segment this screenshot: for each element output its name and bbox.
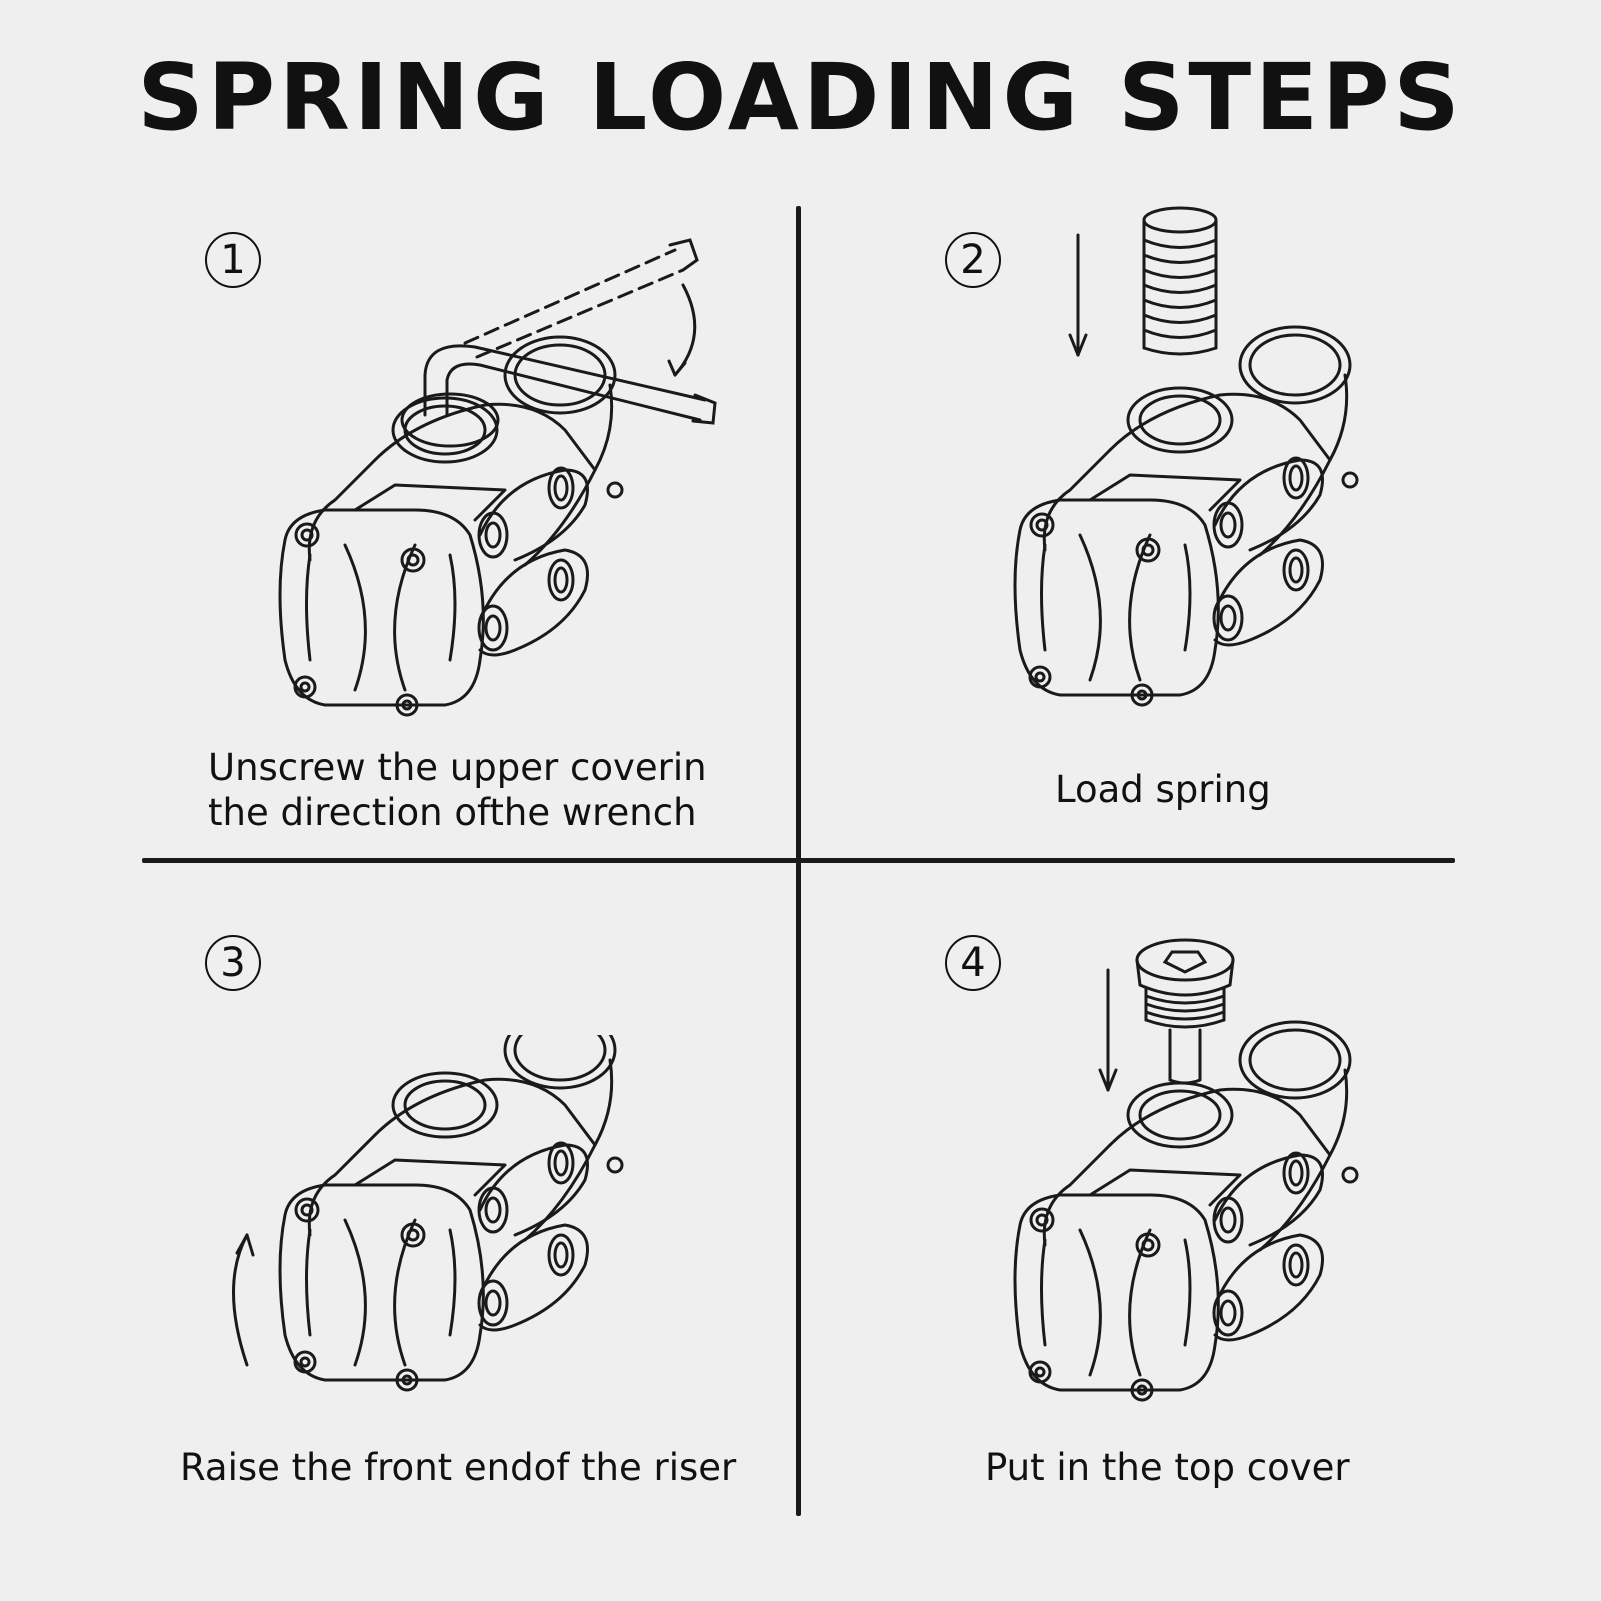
step-4-number: 4 [945,935,1001,991]
step-1-caption-line-1: Unscrew the upper coverin [208,746,707,789]
stem-with-top-cover-illustration [1013,938,1359,1402]
stem-raise-front-illustration [232,1035,624,1392]
horizontal-divider [142,858,1455,863]
step-1-caption: Unscrew the upper coverin the direction … [208,745,707,835]
stem-with-hex-wrench-illustration [278,238,717,717]
step-1-caption-line-2: the direction ofthe wrench [208,791,697,834]
step-3-number: 3 [205,935,261,991]
step-1-number: 1 [205,232,261,288]
page-title: SPRING LOADING STEPS [137,44,1464,151]
step-2-caption: Load spring [1055,767,1271,812]
step-2-number: 2 [945,232,1001,288]
step-4-caption-line-1: Put in the top cover [985,1446,1350,1489]
stem-with-spring-illustration [1013,206,1359,707]
step-2-caption-line-1: Load spring [1055,768,1271,811]
step-3-caption-line-1: Raise the front endof the riser [180,1446,737,1489]
step-4-caption: Put in the top cover [985,1445,1350,1490]
step-3-caption: Raise the front endof the riser [180,1445,736,1490]
